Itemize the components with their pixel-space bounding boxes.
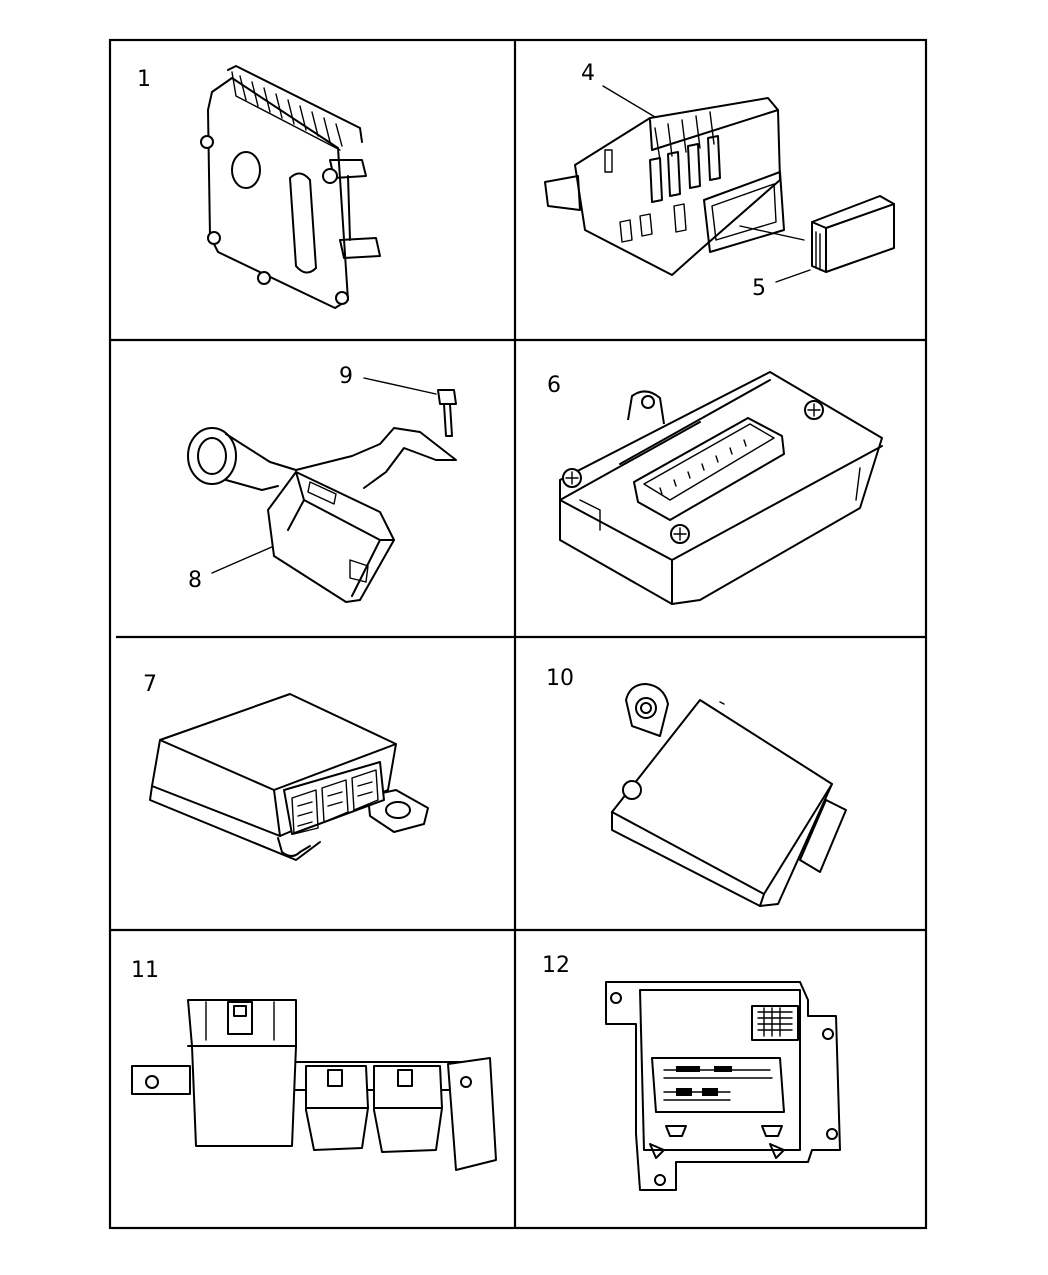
- leader-4: [602, 85, 661, 121]
- panel-5: 7: [143, 672, 429, 861]
- callout-9: 9: [339, 364, 353, 389]
- callout-5: 5: [752, 276, 766, 301]
- part-10-sensor-module: [611, 683, 847, 907]
- part-5-plug-in-relay: [811, 195, 895, 273]
- part-12-occupant-restraint-controller: [605, 981, 841, 1191]
- panel-2: 4 5: [544, 61, 895, 301]
- part-9-bolt: [437, 389, 457, 437]
- leader-9: [363, 377, 437, 395]
- part-8-module-with-bracket: [187, 427, 457, 603]
- callout-10: 10: [546, 666, 574, 691]
- part-4-bracket-module: [544, 97, 805, 276]
- callout-11: 11: [131, 958, 159, 983]
- callout-7: 7: [143, 672, 157, 697]
- panel-grid: [108, 38, 928, 1230]
- callout-4: 4: [581, 61, 595, 86]
- callout-6: 6: [547, 373, 561, 398]
- panel-1: 1: [137, 65, 381, 309]
- leader-5: [775, 269, 811, 283]
- panel-4: 6: [547, 371, 883, 605]
- callout-1: 1: [137, 67, 151, 92]
- part-6-control-module: [559, 371, 883, 605]
- panel-6: 10: [546, 666, 847, 907]
- panel-7: 11: [131, 958, 497, 1171]
- leader-8: [211, 545, 275, 574]
- panel-8: 12: [542, 953, 841, 1191]
- part-1-heatsink-module: [200, 65, 381, 309]
- panel-3: 9 8: [187, 364, 457, 603]
- callout-8: 8: [188, 568, 202, 593]
- part-11-relay-bracket: [131, 999, 497, 1171]
- callout-12: 12: [542, 953, 570, 978]
- part-7-box-module: [149, 693, 429, 861]
